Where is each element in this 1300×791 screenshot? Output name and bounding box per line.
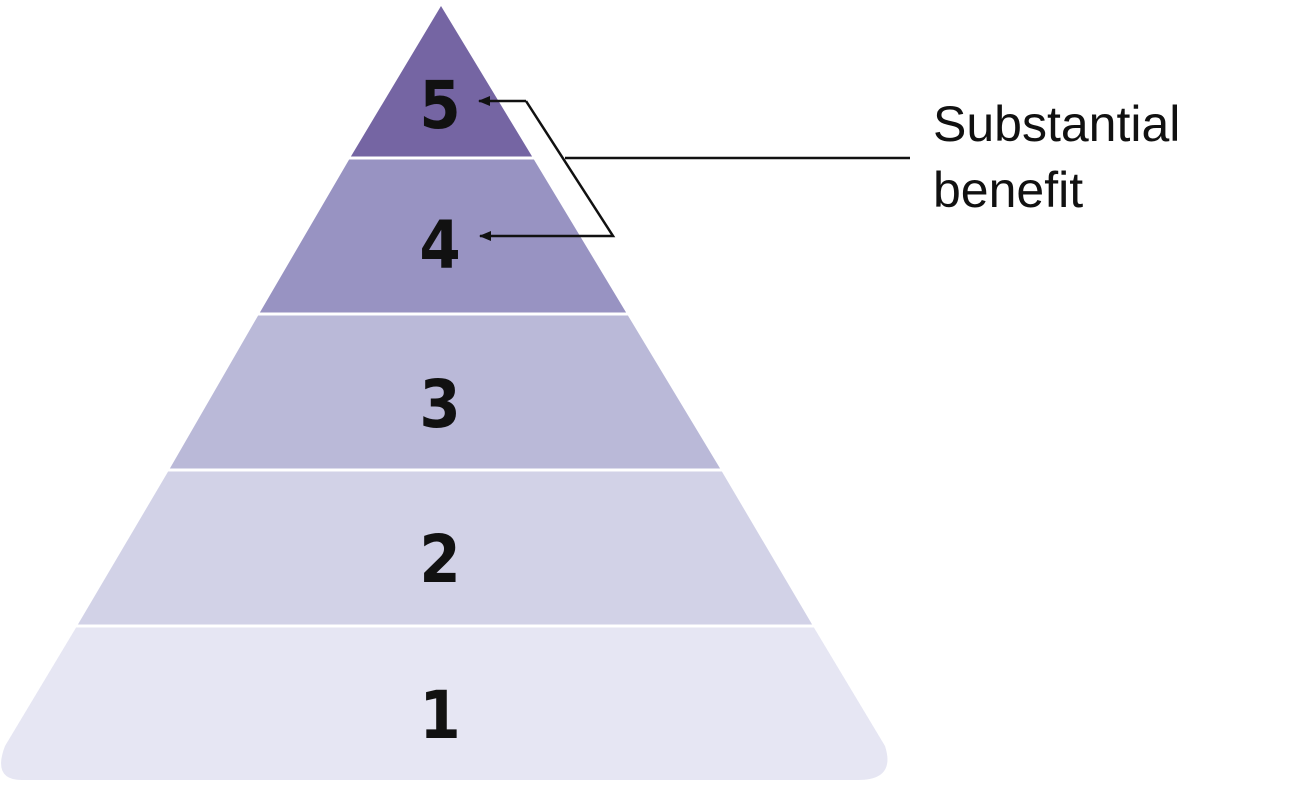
level-dividers <box>75 156 815 628</box>
level-4-number: 4 <box>419 207 460 284</box>
callout-label: Substantial benefit <box>933 96 1180 218</box>
pyramid-levels <box>1 6 888 780</box>
callout-label-line2: benefit <box>933 162 1083 218</box>
callout-label-line1: Substantial <box>933 96 1180 152</box>
level-2-number: 2 <box>419 521 460 598</box>
level-5-number: 5 <box>419 67 460 144</box>
callout-bracket <box>479 100 616 241</box>
level-3-number: 3 <box>419 366 460 443</box>
level-4-band <box>259 158 627 314</box>
level-1-band <box>1 626 888 780</box>
level-3-band <box>169 314 721 470</box>
level-1-number: 1 <box>419 677 460 754</box>
level-numbers: 5 4 3 2 1 <box>419 67 460 754</box>
level-5-band <box>350 6 533 158</box>
level-2-band <box>77 470 813 626</box>
callout-connector <box>478 96 910 241</box>
